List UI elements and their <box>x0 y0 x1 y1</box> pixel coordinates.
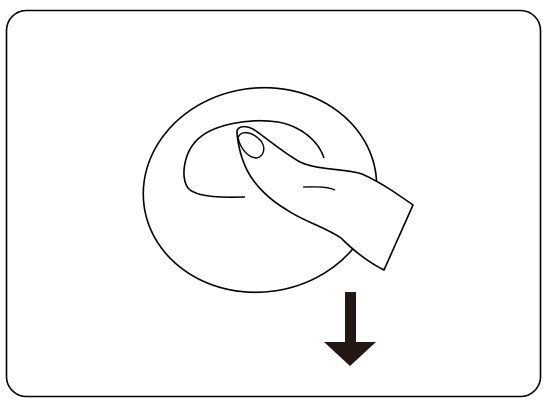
down-arrow-icon <box>324 292 376 366</box>
